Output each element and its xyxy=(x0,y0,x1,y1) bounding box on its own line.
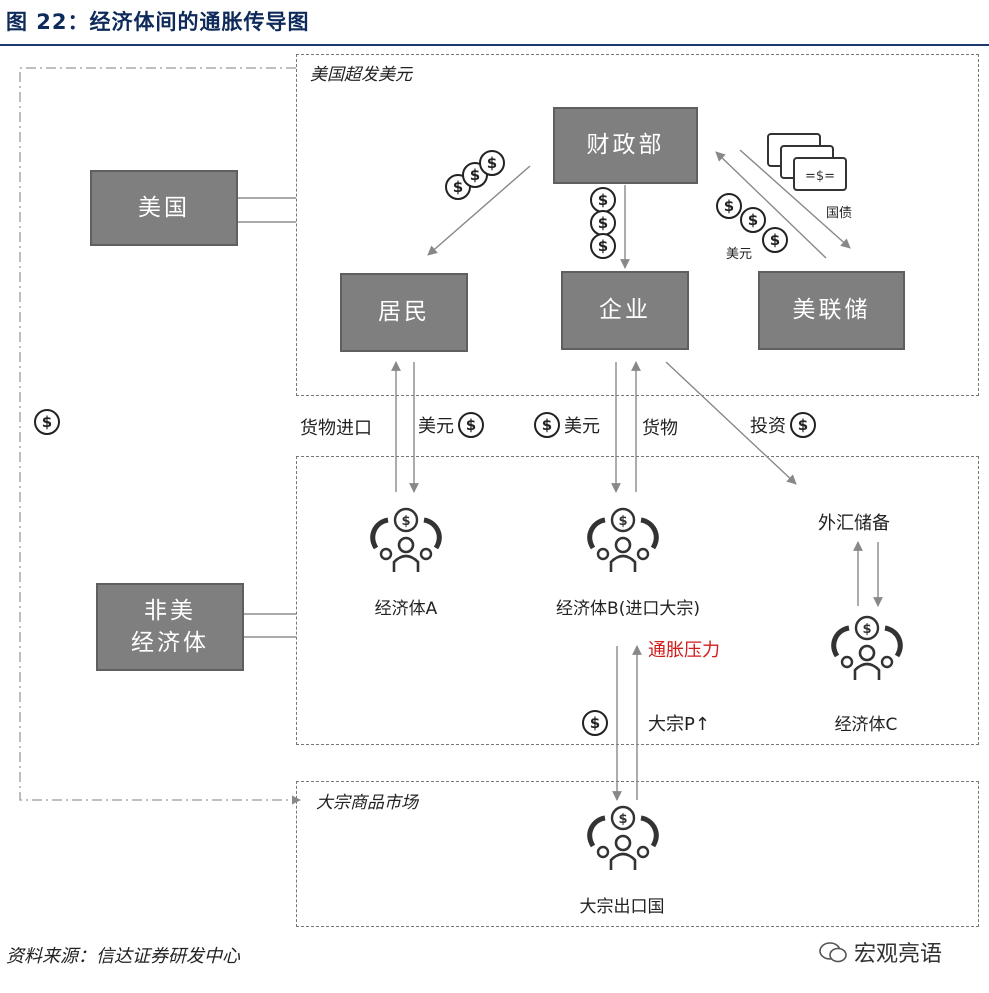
usa-box: 美国 xyxy=(90,170,238,246)
dollar-coin-icon: $ xyxy=(590,233,616,259)
non-us-economy-box: 非美 经济体 xyxy=(96,583,244,671)
usd-label-a: 美元 $ xyxy=(418,412,484,438)
svg-text:$: $ xyxy=(862,622,871,637)
goods-label-b: 货物 xyxy=(642,418,678,439)
economy-a-label: 经济体A xyxy=(374,599,438,619)
economy-b-icon: $ xyxy=(587,507,659,572)
usd-label-b-text: 美元 xyxy=(564,416,600,437)
us-region-label: 美国超发美元 xyxy=(310,65,412,85)
enterprise-box: 企业 xyxy=(561,271,689,350)
usd-label-b: $ 美元 xyxy=(534,412,600,438)
source-note: 资料来源：信达证券研发中心 xyxy=(6,946,240,967)
dollar-coin-icon: $ xyxy=(740,207,766,233)
exporter-icon: $ xyxy=(587,805,659,870)
fx-reserve-label: 外汇储备 xyxy=(818,513,890,534)
dollar-coin-icon: $ xyxy=(458,412,484,438)
figure-title: 图 22：经济体间的通胀传导图 xyxy=(6,10,310,34)
residents-box: 居民 xyxy=(340,273,468,352)
wechat-icon xyxy=(819,942,847,963)
goods-import-label: 货物进口 xyxy=(300,418,372,439)
investment-label: 投资 $ xyxy=(750,412,816,438)
investment-arrow xyxy=(665,361,797,485)
svg-text:$: $ xyxy=(618,514,627,529)
dollar-coin-icon: $ xyxy=(762,227,788,253)
inflation-pressure-label: 通胀压力 xyxy=(648,640,720,661)
treasury-to-residents-arrow xyxy=(427,165,531,256)
treasury-box: 财政部 xyxy=(553,107,698,184)
dollar-coin-icon: $ xyxy=(534,412,560,438)
watermark-text: 宏观亮语 xyxy=(854,942,943,967)
bonds-icon: =$= xyxy=(767,133,847,191)
dollar-coin-icon: $ xyxy=(590,187,616,213)
dollar-coin-icon: $ xyxy=(790,412,816,438)
watermark: 宏观亮语 xyxy=(818,936,942,968)
dollar-coin-icon: $ xyxy=(582,710,608,736)
investment-label-text: 投资 xyxy=(750,416,786,437)
outer-flow-line xyxy=(19,67,301,805)
svg-text:$: $ xyxy=(401,514,410,529)
svg-text:=$=: =$= xyxy=(805,169,835,184)
economy-b-label: 经济体B(进口大宗) xyxy=(556,599,700,619)
treasury-to-fed-arrow xyxy=(739,149,851,249)
fed-box: 美联储 xyxy=(758,271,905,350)
svg-text:$: $ xyxy=(618,812,627,827)
commodity-price-label: 大宗P↑ xyxy=(648,714,710,735)
economy-a-icon: $ xyxy=(370,507,442,572)
usd-small-label: 美元 xyxy=(726,247,753,262)
dollar-coin-icon: $ xyxy=(479,150,505,176)
us-region xyxy=(296,54,979,396)
dollar-coin-icon: $ xyxy=(716,193,742,219)
dollar-coin-icon: $ xyxy=(34,409,60,435)
fed-to-treasury-arrow xyxy=(715,151,827,259)
economy-c-label: 经济体C xyxy=(834,715,898,735)
bonds-label: 国债 xyxy=(826,206,853,221)
commodity-region-label: 大宗商品市场 xyxy=(316,793,418,813)
title-rule xyxy=(0,44,989,46)
usd-label-a-text: 美元 xyxy=(418,416,454,437)
economy-c-icon: $ xyxy=(831,615,903,680)
exporter-label: 大宗出口国 xyxy=(579,897,665,917)
